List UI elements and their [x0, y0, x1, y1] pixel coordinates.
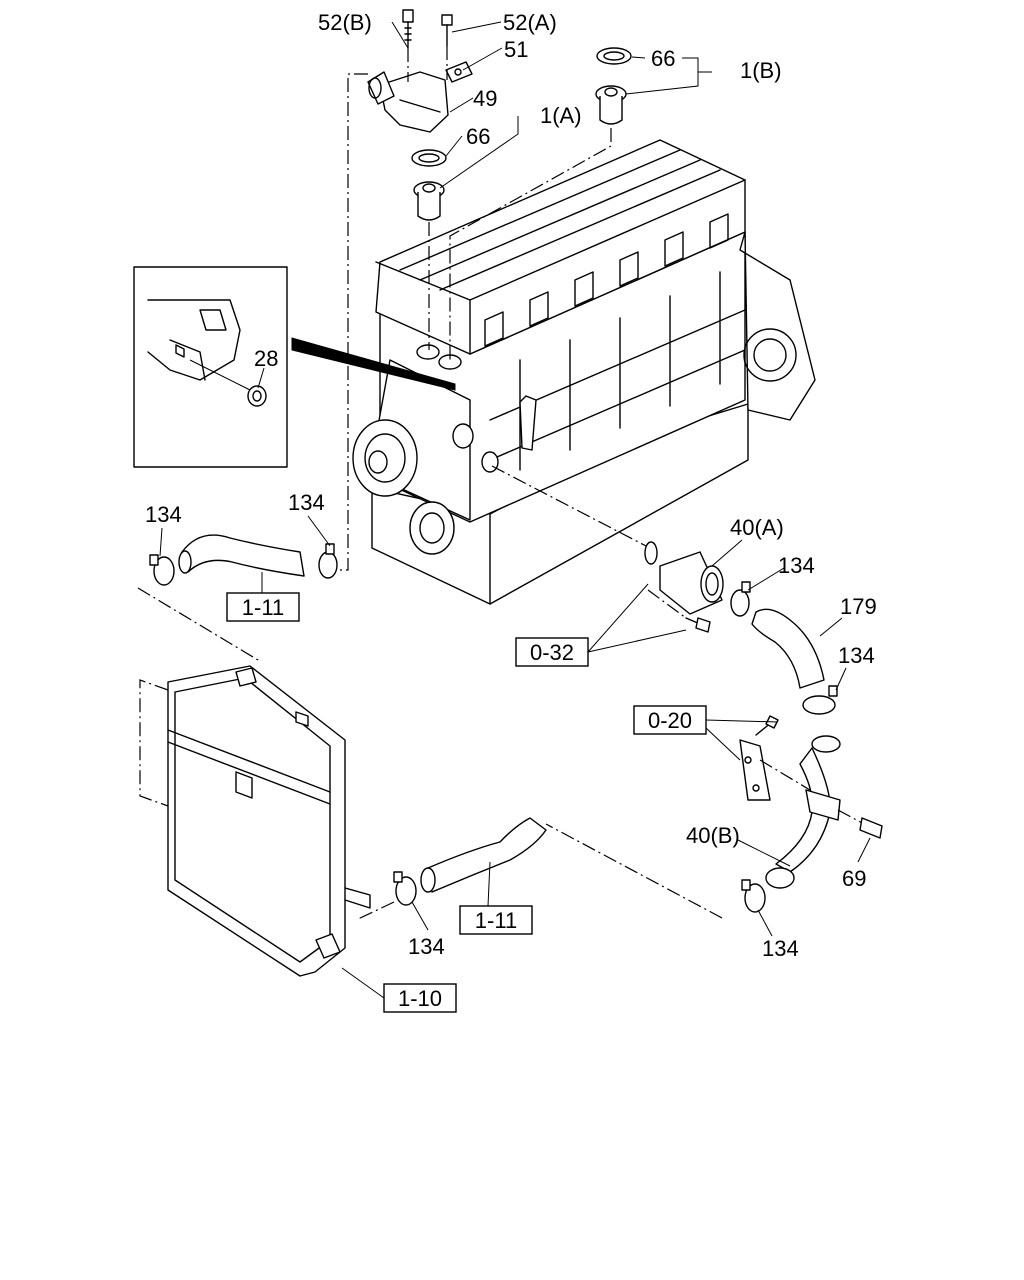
ref-box-0-20[interactable]: 0-20 — [633, 705, 707, 735]
ref-box-1-10[interactable]: 1-10 — [383, 983, 457, 1013]
hose-upper-left — [178, 534, 305, 577]
label-134-upper-left-a: 134 — [145, 502, 182, 527]
ref-label-0-32: 0-32 — [530, 640, 574, 665]
bolt-52a — [441, 14, 453, 47]
clamp-134-upper-left-a — [149, 554, 175, 586]
water-pipe-40a — [659, 551, 724, 615]
thermostat-housing — [367, 71, 449, 133]
label-52a: 52(A) — [503, 10, 557, 35]
ref-box-1-11-upper[interactable]: 1-11 — [226, 592, 300, 622]
label-40b: 40(B) — [686, 823, 740, 848]
clamp-134-lower — [393, 871, 417, 906]
thermostat-1a — [413, 181, 445, 221]
label-49: 49 — [473, 86, 497, 111]
label-69: 69 — [842, 866, 866, 891]
label-1b: 1(B) — [740, 58, 782, 83]
clamp-134-upper-left-b — [318, 543, 338, 579]
label-28: 28 — [254, 346, 278, 371]
ref-label-1-11-upper: 1-11 — [242, 595, 284, 620]
ref-label-1-10: 1-10 — [398, 986, 442, 1011]
label-1a: 1(A) — [540, 103, 582, 128]
leader-lines — [159, 21, 871, 999]
ref-box-1-11-lower[interactable]: 1-11 — [459, 905, 533, 935]
label-179: 179 — [840, 594, 877, 619]
thermostat-1b — [595, 85, 627, 125]
label-134-lower: 134 — [408, 934, 445, 959]
radiator — [139, 665, 371, 977]
gasket-66-upper — [596, 47, 632, 65]
label-51: 51 — [504, 37, 528, 62]
bracket-0-20 — [739, 715, 779, 801]
clamp-134-40b — [741, 879, 766, 913]
label-134-upper-left-b: 134 — [288, 490, 325, 515]
engine-block — [352, 139, 816, 605]
label-40a: 40(A) — [730, 515, 784, 540]
clamp-134-179 — [802, 685, 838, 715]
water-pipe-40b — [765, 735, 841, 889]
label-134-40a: 134 — [778, 553, 815, 578]
label-66-lower: 66 — [466, 124, 490, 149]
ref-label-1-11-lower: 1-11 — [475, 908, 517, 933]
hose-lower — [420, 817, 547, 893]
detail-inset — [133, 266, 456, 468]
label-134-40b: 134 — [762, 936, 799, 961]
bolt-52b — [402, 9, 414, 49]
bolt-69 — [859, 817, 883, 839]
hose-179 — [751, 608, 825, 689]
gasket-40a — [644, 541, 658, 565]
bolt-0-32 — [685, 617, 711, 633]
label-52b: 52(B) — [318, 10, 372, 35]
bracket-51 — [445, 61, 473, 83]
label-134-179: 134 — [838, 643, 875, 668]
label-66-upper: 66 — [651, 46, 675, 71]
ref-box-0-32[interactable]: 0-32 — [515, 637, 589, 667]
ref-label-0-20: 0-20 — [648, 708, 692, 733]
gasket-66-lower — [411, 149, 447, 167]
clamp-134-40a — [730, 581, 751, 617]
